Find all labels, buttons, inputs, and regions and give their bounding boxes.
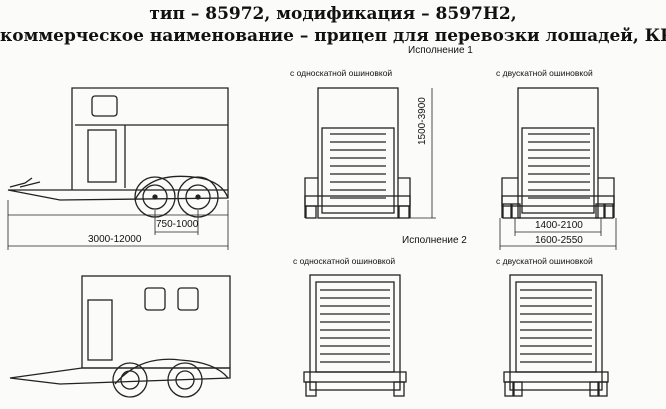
rear-view-single-variant2 — [303, 274, 407, 397]
variant2-dual-tire-label: с двускатной ошиновкой — [496, 256, 593, 266]
dim-width: 1600-2550 — [535, 235, 583, 246]
dim-length: 3000-12000 — [88, 234, 142, 245]
dim-height: 1500-3900 — [417, 97, 428, 145]
variant2-label: Исполнение 2 — [402, 235, 467, 246]
variant1-label: Исполнение 1 — [408, 45, 473, 56]
title-line-1: тип – 85972, модификация – 8597Н2, — [149, 4, 517, 24]
side-view-variant1 — [7, 87, 229, 250]
title-line-2: коммерческое наименование – прицеп для п… — [0, 26, 666, 46]
rear-view-dual-variant1 — [499, 87, 617, 250]
dim-axle-base: 750-1000 — [156, 219, 199, 230]
rear-view-dual-variant2 — [503, 274, 609, 397]
dim-track: 1400-2100 — [535, 220, 583, 231]
rear-view-single-variant1 — [304, 87, 436, 219]
variant2-single-tire-label: с односкатной ошиновкой — [293, 256, 396, 266]
variant1-dual-tire-label: с двускатной ошиновкой — [496, 68, 593, 78]
variant1-single-tire-label: с односкатной ошиновкой — [290, 68, 393, 78]
side-view-variant2 — [9, 275, 231, 398]
